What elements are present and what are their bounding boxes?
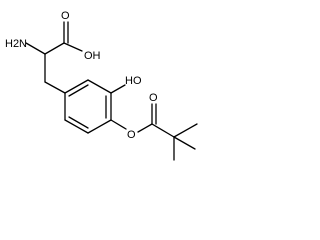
ring-double-3 (68, 116, 89, 129)
ring-bond-5 (64, 119, 89, 134)
bond-ester-o-carbonyl (137, 123, 153, 133)
carboxyl-o-label: O (61, 10, 70, 22)
bond-carbonyl-quaternary (151, 123, 175, 138)
bond-carboxyl-oh (63, 42, 83, 52)
bond-alpha-carboxyl (44, 42, 65, 55)
ring-bond-1 (64, 79, 89, 94)
bond-tbu-methyl-diag (173, 136, 196, 150)
phenol-oh-label: HO (125, 75, 142, 87)
carboxyl-oh-label: OH (84, 50, 101, 62)
bond-tbu-methyl-right (173, 123, 198, 138)
ester-o-label: O (127, 129, 136, 141)
ring-bond-4 (87, 119, 112, 134)
carbonyl-o-label: O (149, 92, 158, 104)
bond-ring-phenol-oh (110, 84, 126, 94)
bond-ring-ester-o (110, 119, 127, 130)
ring-bond-2 (87, 79, 112, 94)
bond-amine-alpha (25, 42, 46, 55)
bond-beta-ring (44, 81, 66, 94)
amine-label: H2N (5, 38, 27, 50)
ring-double-1 (68, 84, 89, 97)
chemical-structure: H2N O OH HO O O (5, 10, 198, 161)
